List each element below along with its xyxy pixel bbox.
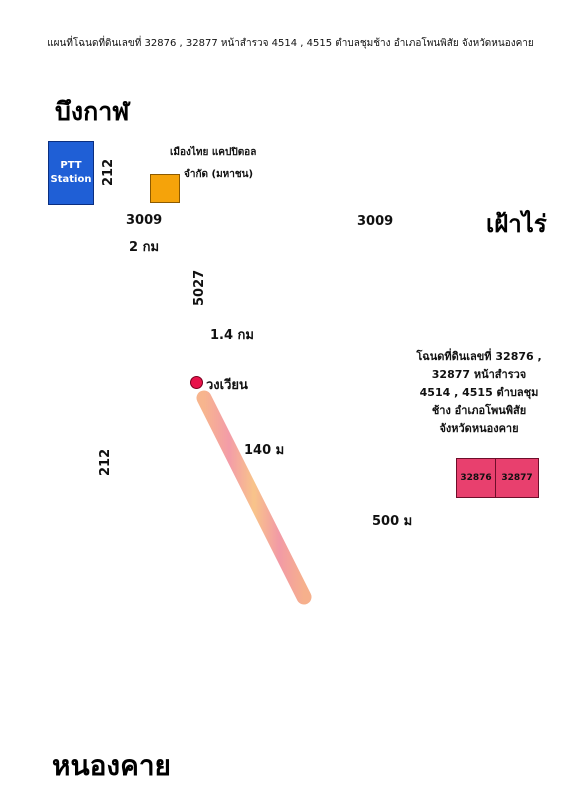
roundabout-marker (190, 376, 203, 389)
company-label-line1: เมืองไทย แคปปิตอล (170, 147, 257, 158)
place-fao-rai: เฝ้าไร่ (486, 210, 547, 238)
parcel-32876: 32876 (456, 458, 496, 498)
place-nong-khai: หนองคาย (52, 749, 171, 782)
distance-140m: 140 ม (244, 443, 285, 458)
roundabout-label: วงเวียน (206, 378, 248, 393)
road-label-3009-a: 3009 (126, 213, 163, 228)
road-label-3009-b: 3009 (357, 214, 394, 229)
road-label-5027: 5027 (192, 269, 207, 306)
parcel-32877: 32877 (495, 458, 539, 498)
ptt-station-marker: PTT Station (48, 141, 94, 205)
road-label-212-left: 212 (98, 448, 113, 476)
plot-description-line: 4514 , 4515 ตำบลชุม (419, 386, 539, 399)
plot-description-line: โฉนดที่ดินเลขที่ 32876 , (416, 350, 542, 363)
place-bueng-kan: บึงกาฬ (55, 97, 130, 126)
road-diagonal (196, 390, 312, 605)
company-marker (150, 174, 180, 203)
plot-description: โฉนดที่ดินเลขที่ 32876 , 32877 หน้าสำรวจ… (398, 348, 560, 438)
map-title: แผนที่โฉนดที่ดินเลขที่ 32876 , 32877 หน้… (47, 38, 534, 49)
distance-1-4km: 1.4 กม (210, 328, 254, 343)
plot-description-line: 32877 หน้าสำรวจ (431, 368, 527, 381)
distance-500m: 500 ม (372, 514, 413, 529)
ptt-label-line1: PTT (60, 160, 82, 171)
road-label-212-top: 212 (101, 158, 116, 186)
ptt-label-line2: Station (50, 174, 92, 185)
company-label-line2: จำกัด (มหาชน) (184, 169, 254, 180)
plot-description-line: จังหวัดหนองคาย (439, 422, 519, 435)
plot-description-line: ช้าง อำเภอโพนพิสัย (431, 404, 527, 417)
distance-2km: 2 กม (129, 240, 160, 255)
